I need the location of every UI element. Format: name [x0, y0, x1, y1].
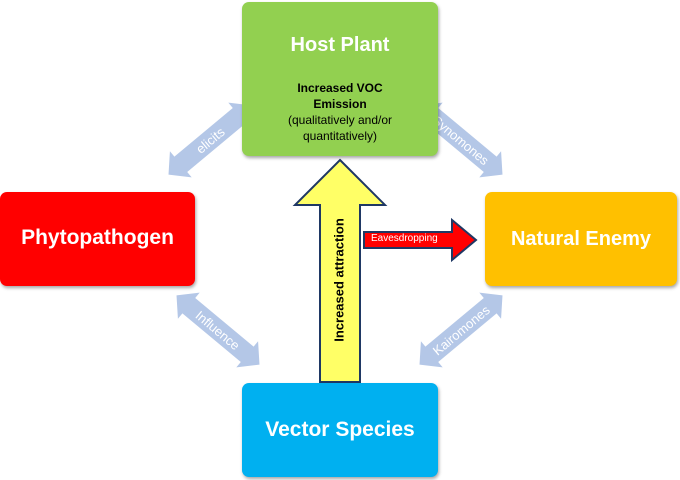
- vector-species-title: Vector Species: [265, 418, 415, 441]
- natural-enemy-title: Natural Enemy: [510, 228, 652, 250]
- synomones-label: Synomones: [430, 113, 493, 169]
- phytopathogen-title: Phytopathogen: [21, 226, 174, 249]
- natural-enemy-node: Natural Enemy: [485, 192, 677, 286]
- eavesdropping-label: Eavesdropping: [371, 233, 438, 244]
- host-plant-title: Host Plant: [290, 34, 390, 56]
- increased-attraction-arrow: [292, 158, 388, 383]
- host-plant-line-2: Emission: [313, 97, 367, 111]
- influence-arrow: Influence: [176, 292, 260, 368]
- vector-species-node: Vector Species: [242, 383, 438, 477]
- phytopathogen-node: Phytopathogen: [0, 192, 195, 286]
- host-plant-node: Host Plant Increased VOC Emission (quali…: [242, 2, 438, 156]
- host-plant-line-1: Increased VOC: [297, 81, 383, 95]
- kairomones-arrow-shape: [419, 292, 503, 368]
- increased-attraction-label: Increased attraction: [331, 218, 347, 342]
- host-plant-line-3: (qualitatively and/or: [287, 113, 393, 127]
- elicits-arrow-shape: [168, 102, 252, 178]
- influence-label: Influence: [193, 308, 243, 353]
- kairomones-label: Kairomones: [430, 302, 493, 358]
- eavesdropping-arrow: [363, 217, 478, 263]
- influence-arrow-shape: [176, 292, 260, 368]
- host-plant-line-4: quantitatively): [302, 129, 378, 143]
- host-plant-description: Increased VOC Emission (qualitatively an…: [242, 80, 438, 144]
- kairomones-arrow: Kairomones: [419, 292, 503, 368]
- synomones-arrow-shape: [419, 102, 503, 178]
